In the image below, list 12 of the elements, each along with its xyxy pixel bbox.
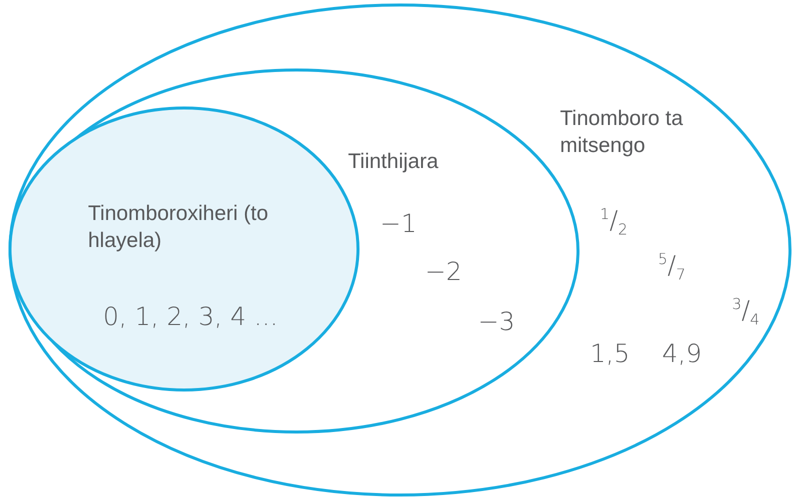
number-label: $^{3}$/$_{4}$ [732,294,760,330]
set-label: Tinomboro ta mitsengo [560,106,684,159]
number-label: $^{5}$/$_{7}$ [658,249,686,286]
number-label: −1 [380,210,417,238]
number-label: 1,5 [590,340,630,368]
set-label: Tiinthijara [348,149,440,175]
set-label: Tinomboroxiheri (to hlayela) [88,201,270,254]
number-label: $^{1}$/$_{2}$ [600,204,628,240]
number-label: −3 [478,308,515,336]
number-label: −2 [425,258,462,286]
number-label: 0, 1, 2, 3, 4 ... [103,303,278,331]
number-label: 4,9 [662,340,702,368]
